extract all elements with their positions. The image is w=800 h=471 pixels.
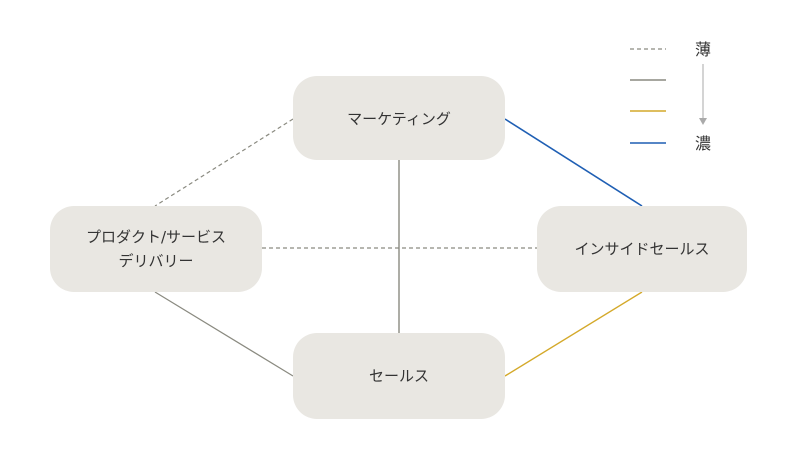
- node-product-delivery-label-line1: プロダクト/サービス: [86, 228, 226, 246]
- line-marketing-product-delivery: [154, 118, 294, 207]
- line-sales-inside-sales: [504, 291, 643, 377]
- node-marketing: マーケティング: [293, 76, 505, 160]
- node-marketing-label: マーケティング: [347, 110, 451, 128]
- node-product-delivery: プロダクト/サービス デリバリー: [50, 206, 262, 292]
- line-marketing-inside-sales: [504, 118, 643, 207]
- node-inside-sales: インサイドセールス: [537, 206, 747, 292]
- node-product-delivery-label-line2: デリバリー: [118, 252, 193, 270]
- node-sales: セールス: [293, 333, 505, 419]
- legend-dark-label: 濃: [695, 134, 711, 153]
- down-arrow-icon: [699, 118, 707, 125]
- line-product-delivery-sales: [154, 291, 294, 377]
- node-sales-label: セールス: [369, 367, 429, 385]
- legend-light-label: 薄: [695, 40, 711, 59]
- node-inside-sales-label: インサイドセールス: [574, 240, 709, 258]
- legend: 薄 濃: [630, 40, 711, 153]
